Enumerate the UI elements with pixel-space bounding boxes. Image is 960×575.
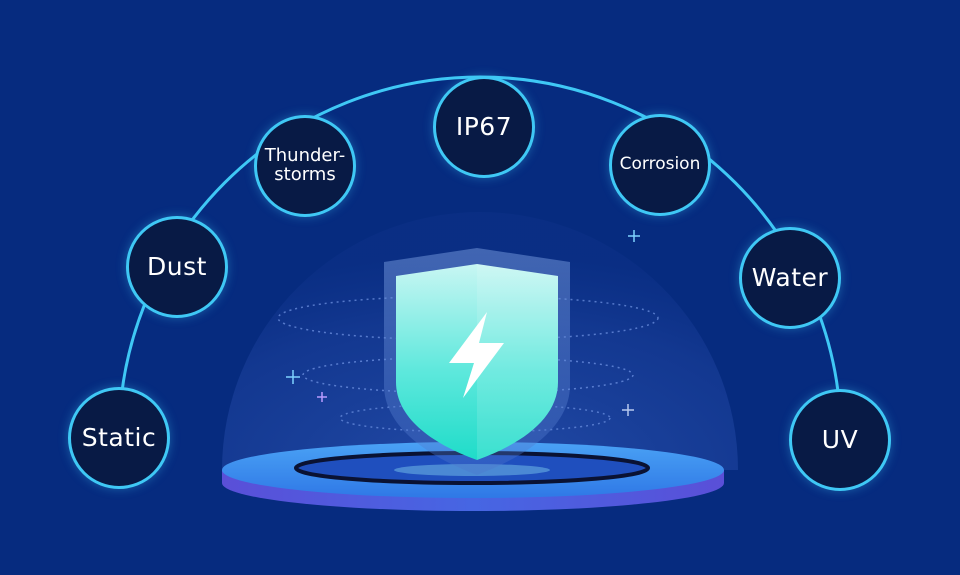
lightning-bolt-icon	[449, 312, 504, 398]
node-label: IP67	[455, 111, 513, 141]
node-water: Water	[739, 227, 841, 329]
node-static: Static	[68, 387, 170, 489]
node-label: UV	[821, 424, 859, 454]
node-corrosion: Corrosion	[609, 114, 711, 216]
dotted-ring	[302, 356, 634, 394]
node-label: Thunder- storms	[264, 145, 346, 185]
shield-highlight	[477, 264, 558, 460]
sparkle-icon	[622, 404, 634, 416]
node-label: Water	[751, 262, 829, 292]
dotted-ring	[339, 403, 611, 433]
node-label: Static	[81, 422, 157, 452]
sparkle-icon	[628, 230, 640, 242]
node-label: Dust	[147, 251, 207, 281]
sparkle-icon	[317, 392, 327, 402]
node-thunderstorms: Thunder- storms	[254, 115, 356, 217]
node-uv: UV	[789, 389, 891, 491]
node-dust: Dust	[126, 216, 228, 318]
node-label: Corrosion	[619, 154, 701, 175]
node-ip67: IP67	[433, 76, 535, 178]
sparkle-icon	[286, 370, 300, 384]
